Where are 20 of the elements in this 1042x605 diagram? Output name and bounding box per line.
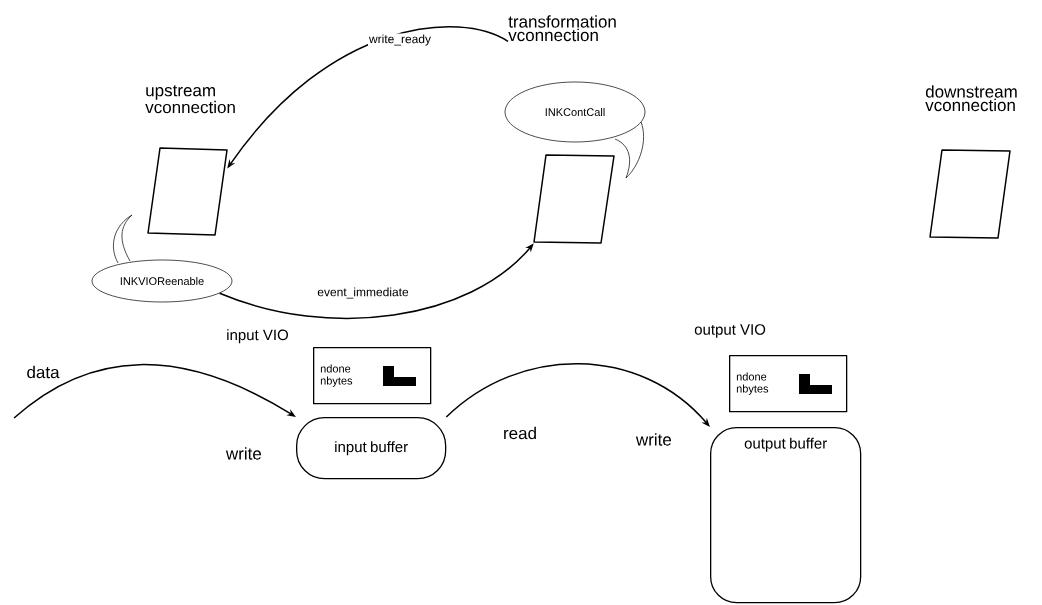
- vio-box: output VIO ndone nbytes: [694, 324, 848, 413]
- arrow: [445, 362, 710, 427]
- edge-label: event_immediate: [317, 287, 409, 299]
- edge-label: data: [27, 365, 60, 379]
- port-label: write: [225, 447, 262, 460]
- edge-label: write_ready: [369, 34, 431, 46]
- buffer-box: output buffer: [710, 427, 862, 604]
- node-label: input VIO: [227, 329, 289, 344]
- node-label: output VIO: [694, 324, 766, 338]
- node-label: upstream vconnection: [145, 85, 235, 114]
- port-label: write: [635, 433, 672, 446]
- speech-bubble: INKVIOReenable: [91, 214, 233, 303]
- heading-text: transformation vconnection: [508, 15, 616, 42]
- edge-label: read: [504, 426, 536, 440]
- buffer-box: input buffer: [296, 417, 447, 480]
- vconnection-box: downstream vconnection: [925, 85, 1017, 239]
- node-label: downstream vconnection: [925, 85, 1017, 112]
- speech-bubble: INKContCall: [504, 81, 646, 179]
- vio-box: input VIO ndone nbytes: [227, 329, 432, 405]
- vconnection-box: [533, 154, 615, 244]
